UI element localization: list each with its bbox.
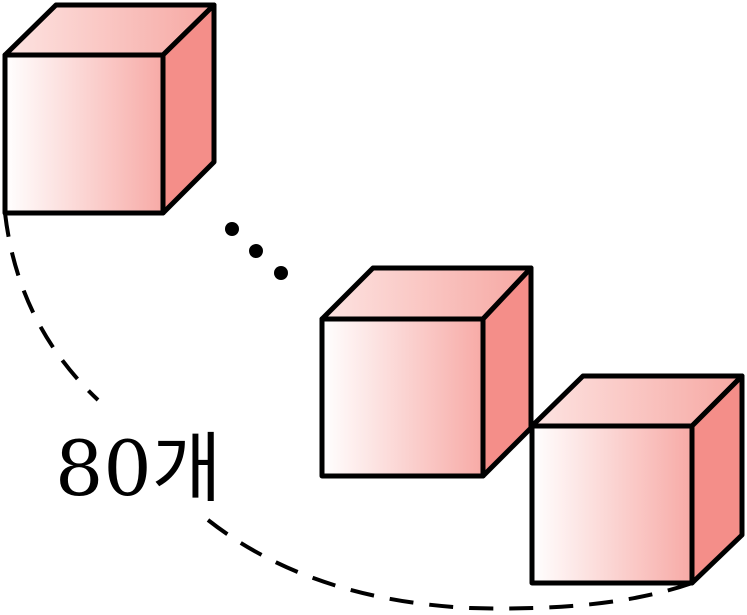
count-label: 80개	[55, 424, 222, 513]
middle-cube	[319, 265, 534, 479]
dashed-arc-left	[3, 212, 100, 402]
ellipsis-dots	[225, 222, 288, 280]
first-cube	[2, 2, 217, 216]
dashed-arc-bottom	[206, 518, 693, 611]
last-cube	[529, 373, 745, 586]
